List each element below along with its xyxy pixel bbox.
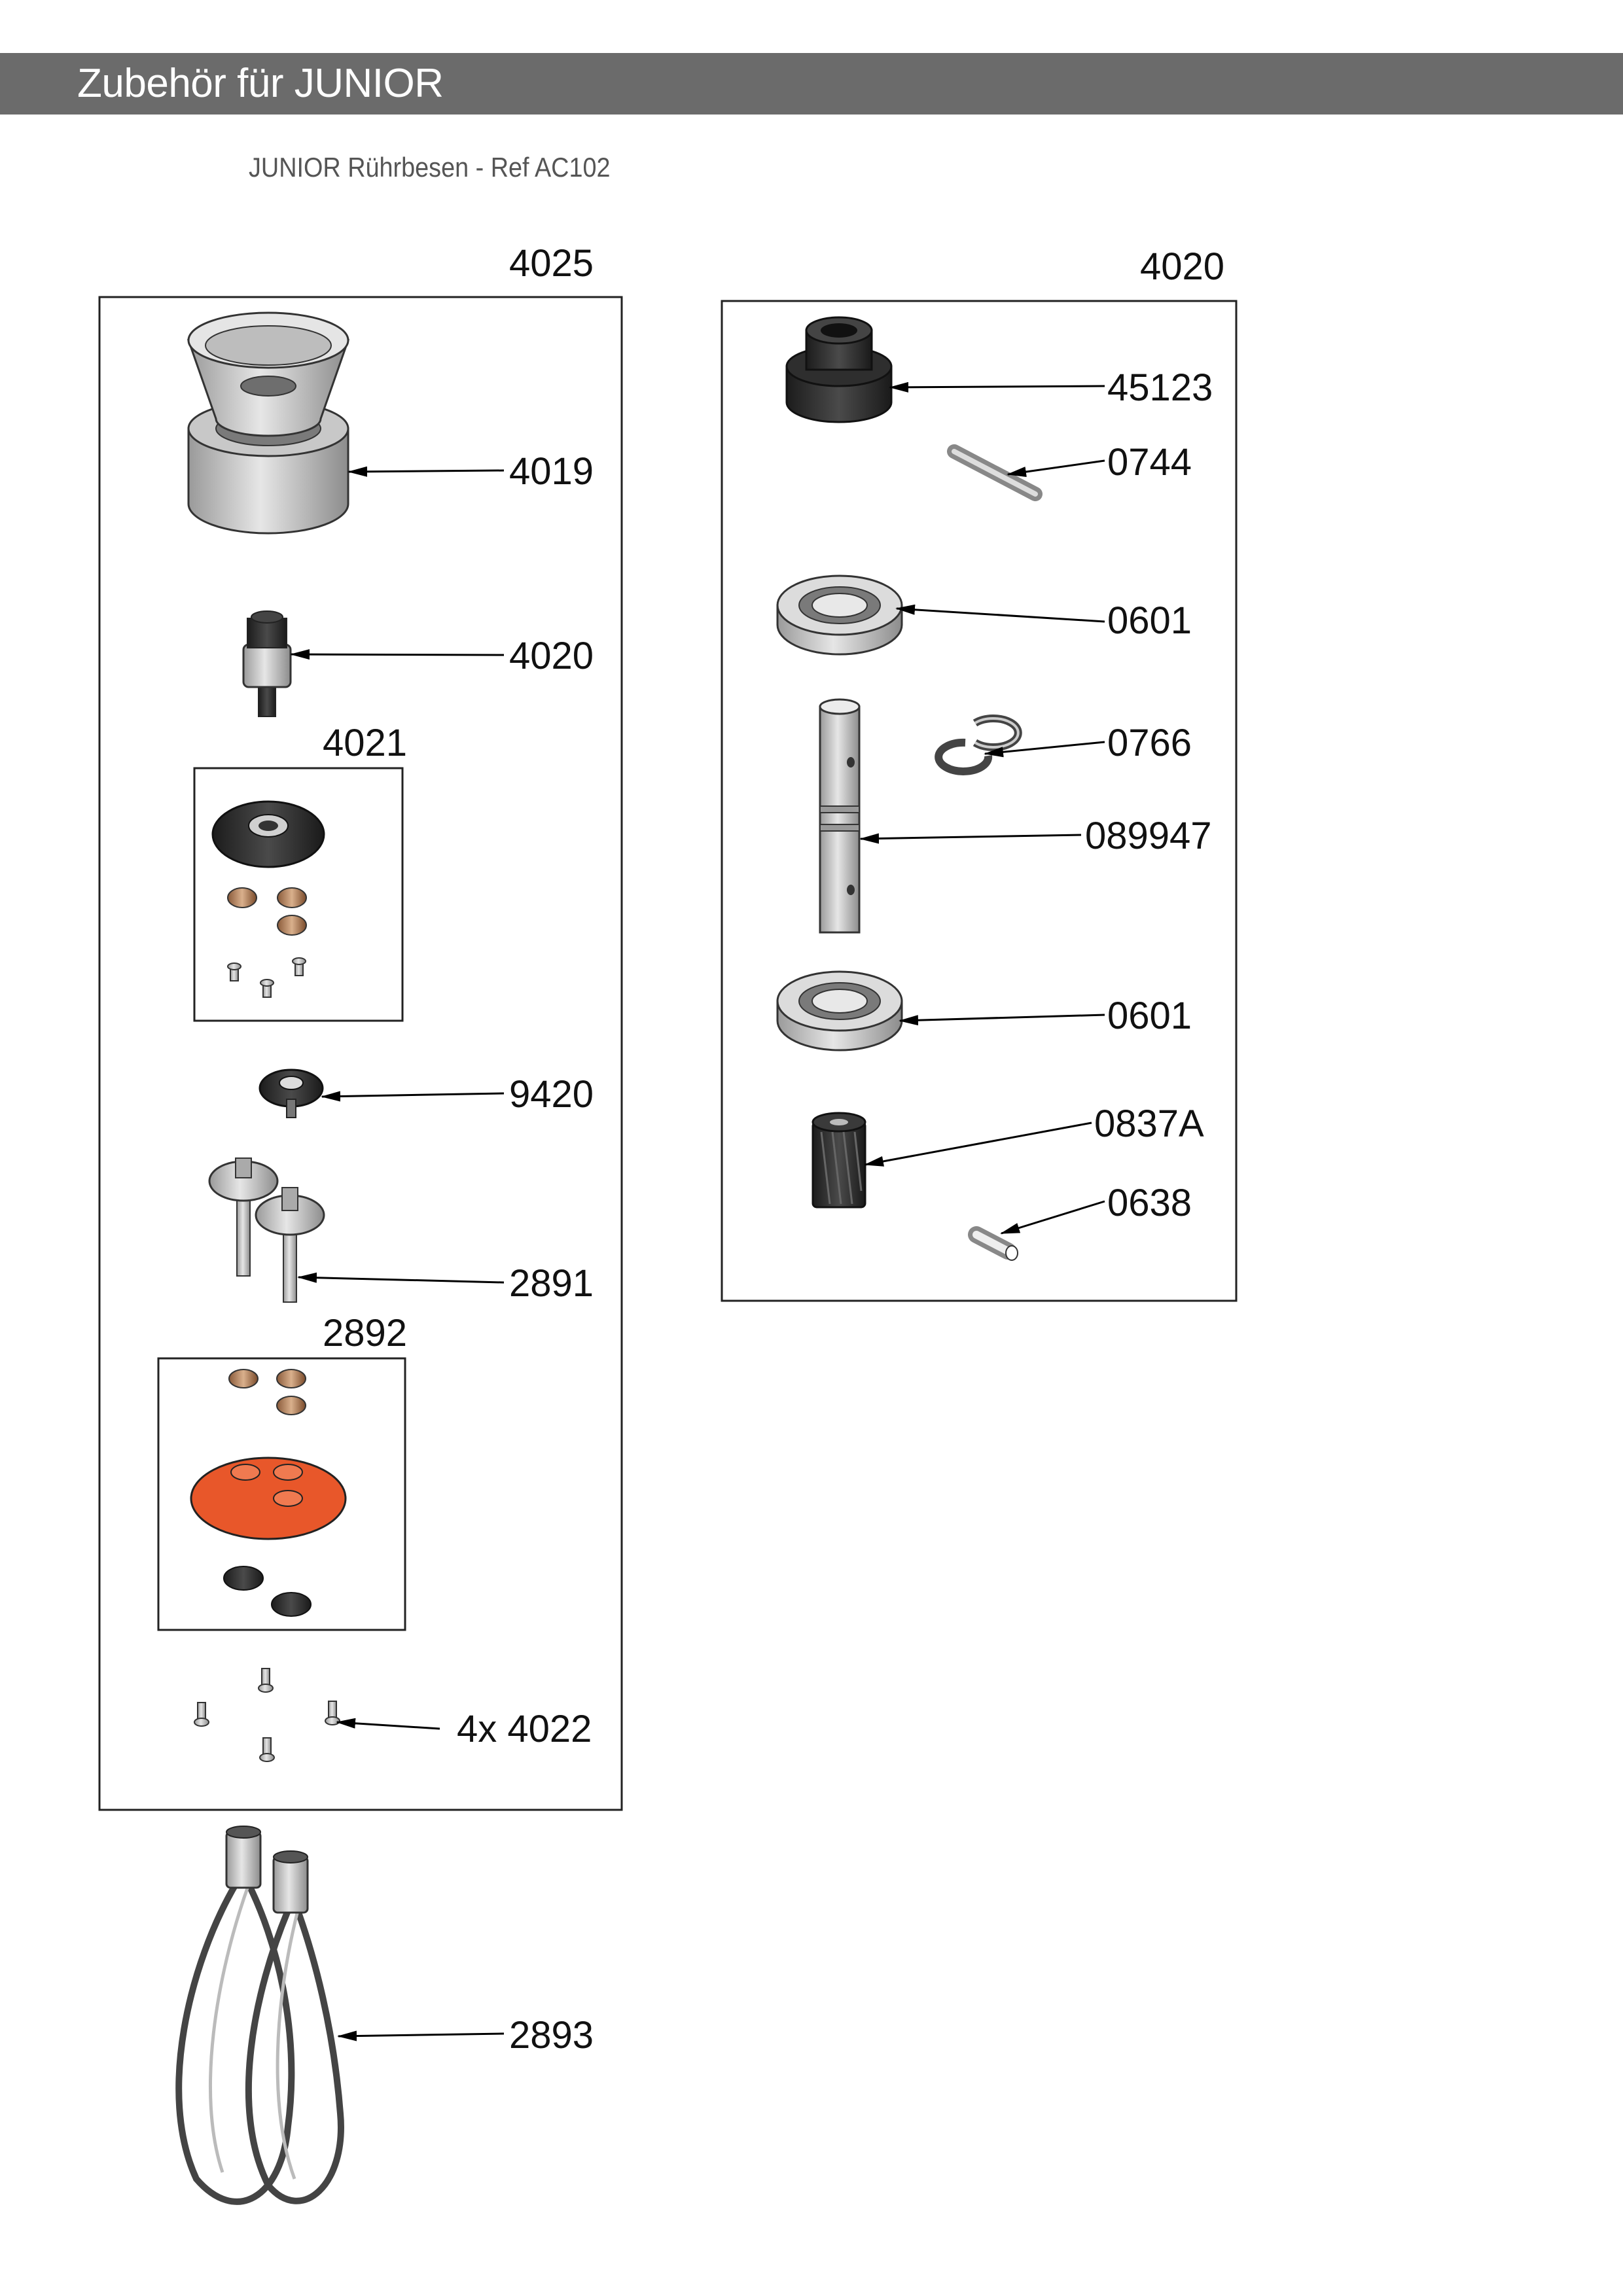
gear-hub-drawing xyxy=(785,316,893,423)
gear-plate-kit-drawing xyxy=(190,1369,347,1617)
assembly-right-frame xyxy=(721,300,1238,1302)
leader-line xyxy=(348,466,505,477)
assembly-left-frame xyxy=(98,296,623,1811)
part-label: 9420 xyxy=(509,1073,594,1116)
whisk-ref: 2893 xyxy=(509,2014,594,2057)
plate-kit-drawing xyxy=(211,800,325,998)
clip-drawing xyxy=(935,715,1022,775)
leader-line xyxy=(1000,1200,1105,1235)
page-subtitle: JUNIOR Rührbesen - Ref AC102 xyxy=(249,152,611,183)
leader-line xyxy=(321,1091,505,1102)
leader-line xyxy=(859,833,1082,844)
pinion-gear-drawing xyxy=(812,1112,866,1209)
part-label: 0638 xyxy=(1107,1182,1192,1224)
pin-drawing xyxy=(947,444,1043,501)
leader-line xyxy=(864,1122,1092,1167)
leader-line xyxy=(899,1014,1105,1026)
leader-line xyxy=(1007,459,1105,477)
part-label: 0837A xyxy=(1094,1103,1204,1145)
twin-spindle-part-drawing xyxy=(208,1157,325,1303)
sub-kit-ref: 4021 xyxy=(323,722,407,764)
part-label: 0601 xyxy=(1107,995,1192,1037)
leader-line xyxy=(336,1718,440,1730)
part-label: 0766 xyxy=(1107,722,1192,764)
leader-line xyxy=(297,1272,505,1284)
leader-line xyxy=(290,649,505,660)
part-label: 4019 xyxy=(509,450,594,493)
sub-kit-ref: 2892 xyxy=(323,1312,407,1354)
part-label: 45123 xyxy=(1107,366,1213,409)
part-label: 4x 4022 xyxy=(457,1708,592,1750)
sub-kit-frame xyxy=(193,767,404,1022)
page-title: Zubehör für JUNIOR xyxy=(77,61,444,106)
main-shaft-drawing xyxy=(819,698,861,934)
bearing-drawing xyxy=(776,574,903,656)
leader-line xyxy=(895,604,1105,623)
small-pin-drawing xyxy=(968,1226,1018,1261)
bearing-drawing xyxy=(776,970,903,1051)
whisk-drawing xyxy=(175,1826,344,2205)
part-label: 4020 xyxy=(509,635,594,677)
drive-gear-part-drawing xyxy=(259,1069,324,1118)
assembly-right-ref: 4020 xyxy=(1140,245,1224,288)
sub-kit-frame xyxy=(157,1357,406,1631)
assembly-left-ref: 4025 xyxy=(509,242,594,285)
leader-line xyxy=(889,381,1105,393)
part-label: 0601 xyxy=(1107,599,1192,642)
part-label: 0744 xyxy=(1107,441,1192,484)
part-label: 2891 xyxy=(509,1262,594,1305)
screws-drawing xyxy=(194,1668,340,1762)
leader-line xyxy=(337,2030,505,2041)
shaft-assembly-part-drawing xyxy=(242,610,292,717)
housing-part-drawing xyxy=(187,311,350,535)
part-label: 089947 xyxy=(1085,815,1212,857)
leader-line xyxy=(984,741,1105,758)
header-bar xyxy=(0,53,1623,115)
